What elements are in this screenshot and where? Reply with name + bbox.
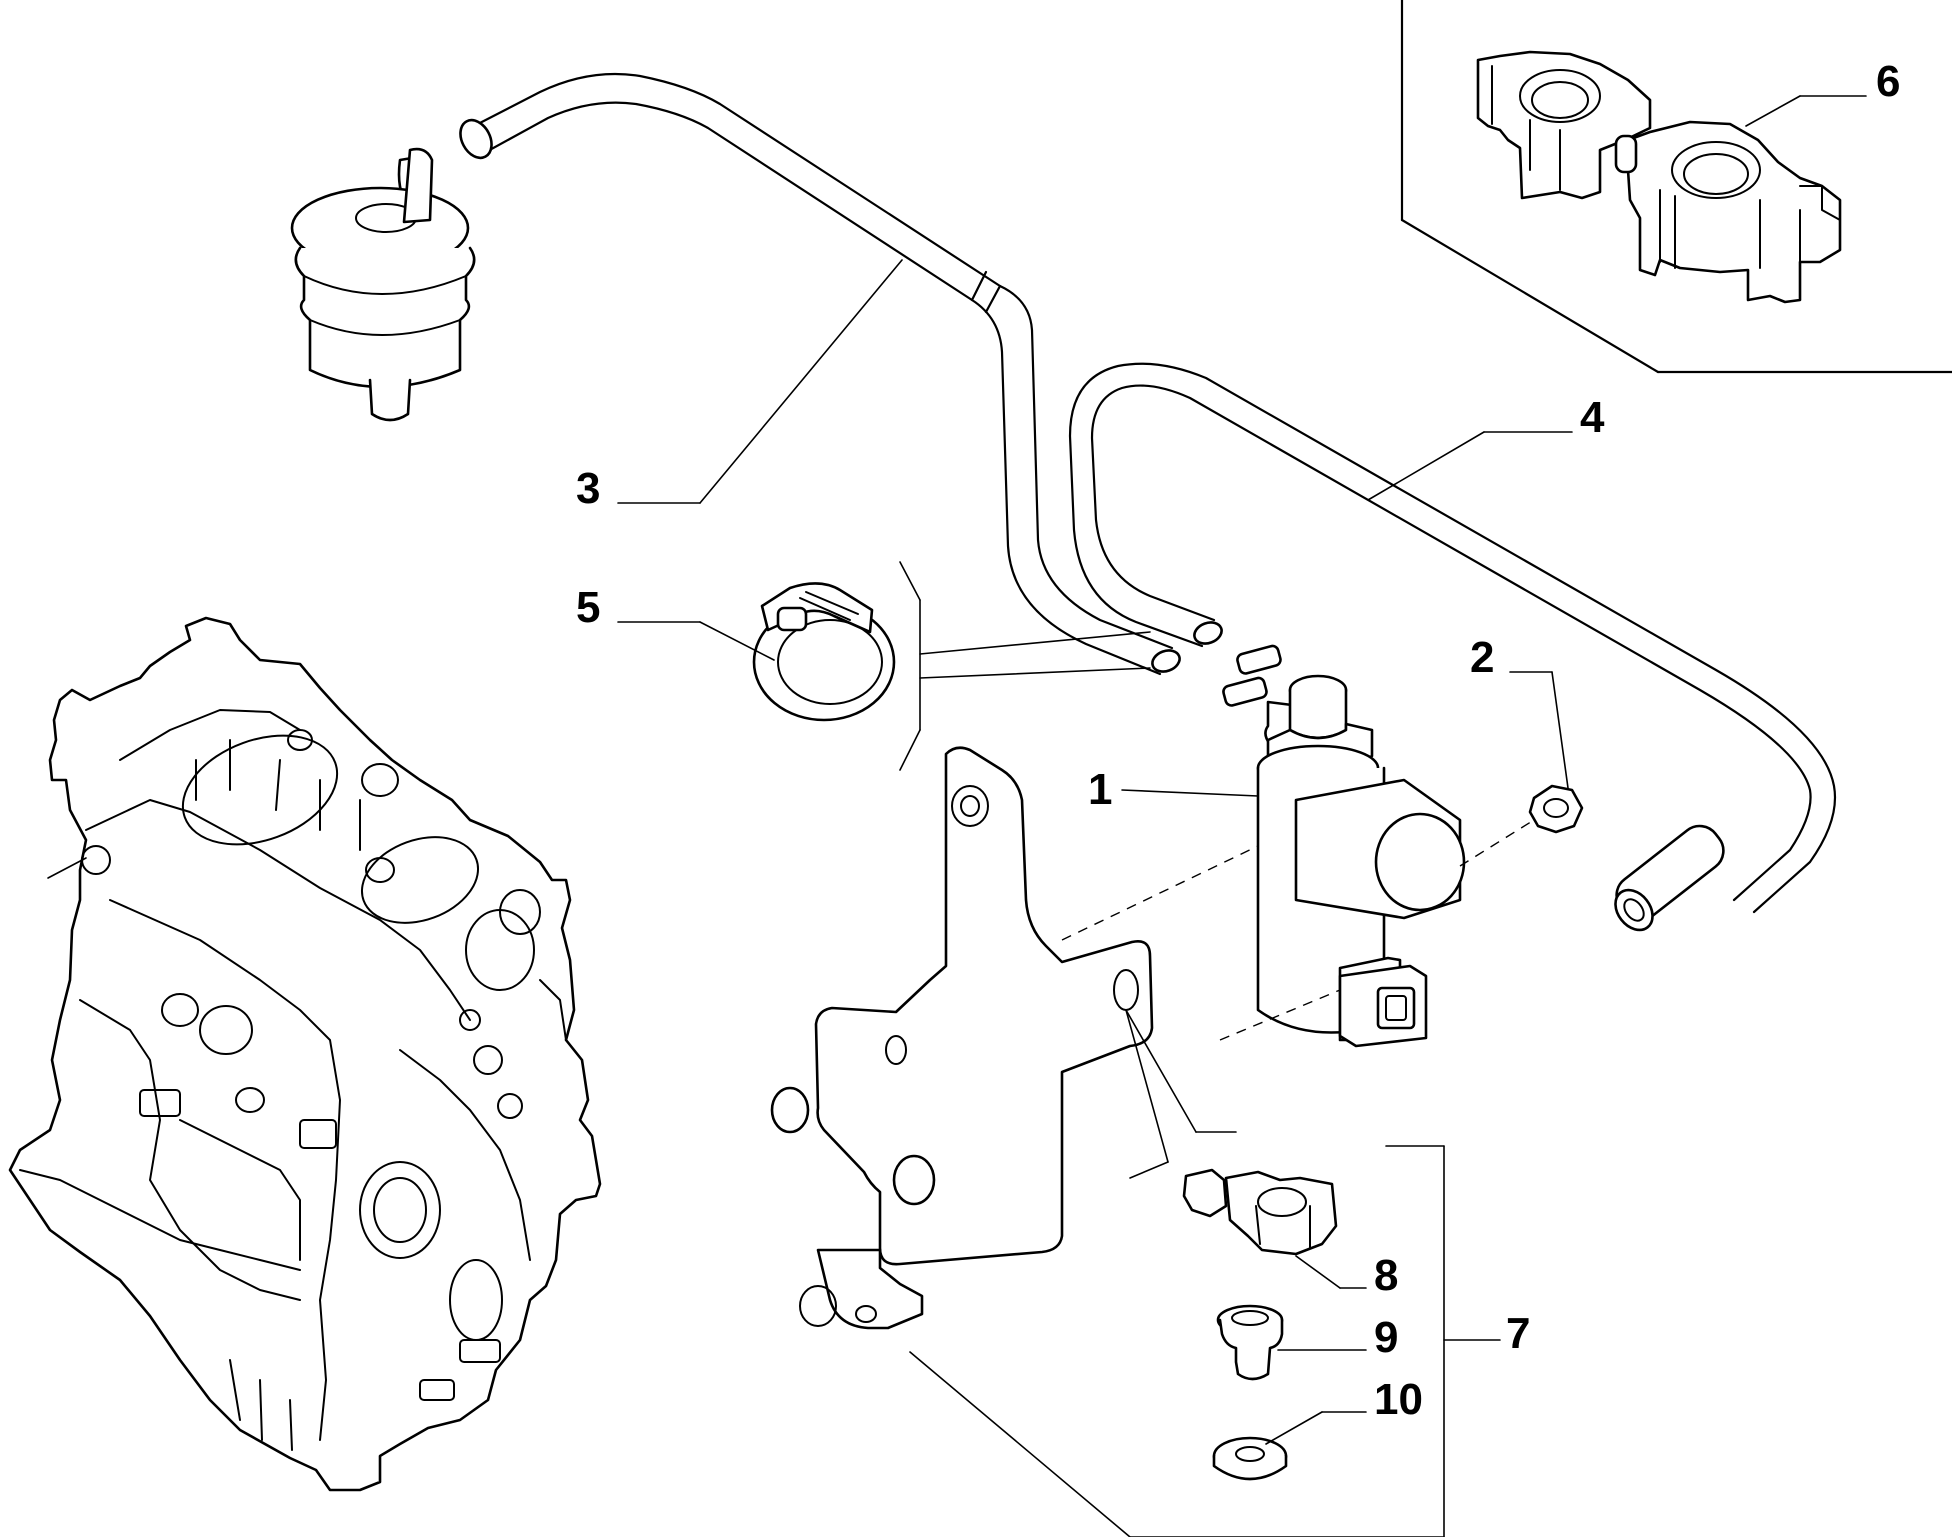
callout-9: 9 xyxy=(1374,1313,1398,1362)
callout-3: 3 xyxy=(576,464,600,513)
callout-8: 8 xyxy=(1374,1251,1398,1300)
vacuum-canister xyxy=(290,147,476,422)
alignment-lines xyxy=(1061,819,1535,1041)
bushing xyxy=(1216,1304,1284,1381)
callout-6: 6 xyxy=(1876,57,1900,106)
hose-clamp xyxy=(752,582,896,722)
twin-hose-clip xyxy=(1476,50,1842,304)
callout-2: 2 xyxy=(1470,633,1494,682)
solenoid-valve xyxy=(1222,644,1466,1048)
inset-frame xyxy=(1400,0,1952,374)
bracket xyxy=(770,746,1154,1330)
washer xyxy=(1212,1436,1288,1481)
callout-1: 1 xyxy=(1088,765,1112,814)
engine-pointer xyxy=(47,857,87,879)
callout-5: 5 xyxy=(576,583,600,632)
clamp-bracket-lines xyxy=(899,561,1151,771)
engine-block xyxy=(8,616,602,1492)
hose-short xyxy=(1068,362,1837,932)
callout-10: 10 xyxy=(1374,1375,1423,1424)
callout-labels: 1 2 3 4 5 6 7 8 9 10 xyxy=(576,57,1900,1424)
clip-fitting xyxy=(1182,1168,1338,1256)
hose-long xyxy=(459,72,1181,676)
nut xyxy=(1528,784,1584,834)
callout-4: 4 xyxy=(1580,393,1605,442)
leader-lines xyxy=(617,95,1867,1537)
callout-7: 7 xyxy=(1506,1309,1530,1358)
